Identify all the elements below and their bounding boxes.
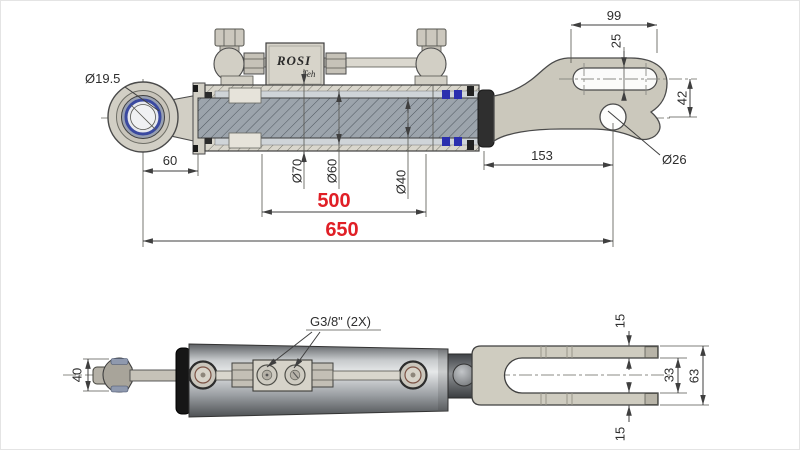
dim-stroke-500: 500 xyxy=(261,154,427,217)
rod-collar xyxy=(477,89,495,148)
dim-bracket-hole-d26: Ø26 xyxy=(607,110,687,167)
dim-text-153: 153 xyxy=(531,148,553,163)
port-callout: G3/8" (2X) xyxy=(266,314,381,369)
dim-text-d60: Ø60 xyxy=(325,159,340,184)
head-gland-lower xyxy=(228,132,262,149)
fork-clevis xyxy=(471,345,659,406)
pipe-left xyxy=(215,370,235,381)
dim-rod-extension-153: 153 xyxy=(483,148,614,170)
top-view-dimensions: Ø19.5 60 Ø70 Ø60 xyxy=(85,8,693,244)
nut-right xyxy=(311,362,334,388)
dim-text-25: 25 xyxy=(609,34,624,48)
compression-nut-left xyxy=(243,52,265,75)
dim-eye-to-body: 60 xyxy=(142,153,199,176)
dim-text-15-bottom: 15 xyxy=(613,427,628,441)
head-gland-upper xyxy=(228,87,262,104)
pipe-right xyxy=(332,370,401,381)
dim-text-d40: Ø40 xyxy=(394,170,409,195)
brand-name: ROSI xyxy=(276,53,311,68)
brand-plate: ROSI Teh xyxy=(265,42,325,88)
dim-text-42: 42 xyxy=(675,91,690,105)
dim-text-33: 33 xyxy=(662,368,677,382)
dim-text-d70: Ø70 xyxy=(290,159,305,184)
dim-ball-width-40: 40 xyxy=(70,358,109,392)
dim-text-500: 500 xyxy=(317,190,350,212)
port-block xyxy=(252,359,313,392)
dim-overall-650: 650 xyxy=(142,219,614,244)
dim-tube-od: Ø70 xyxy=(290,69,307,189)
eye-ball-joint xyxy=(107,81,199,153)
dim-prong-bottom-15: 15 xyxy=(613,382,632,441)
ball-joint-plan xyxy=(92,357,193,393)
fork-body xyxy=(471,345,659,406)
dim-prong-top-15: 15 xyxy=(613,314,632,370)
dim-eye-hole-diameter: Ø19.5 xyxy=(85,71,160,112)
compression-nut-right xyxy=(325,52,347,75)
dim-text-63: 63 xyxy=(687,369,702,383)
banjo-bolt-left xyxy=(188,360,218,390)
dim-slot-to-hole-42: 42 xyxy=(675,78,693,118)
banjo-bolt-right xyxy=(398,360,428,390)
dim-bore: Ø60 xyxy=(325,89,342,189)
dim-text-15-top: 15 xyxy=(613,314,628,328)
dim-text-d26: Ø26 xyxy=(662,152,687,167)
top-view: ROSI Teh xyxy=(85,8,697,247)
dim-slot-length-99: 99 xyxy=(570,8,658,63)
dim-text-60: 60 xyxy=(163,153,177,168)
dim-fork-gap-33: 33 xyxy=(660,357,687,394)
dim-fork-height-63: 63 xyxy=(660,345,709,406)
port-label: G3/8" (2X) xyxy=(310,314,371,329)
rod-seals-blue xyxy=(442,90,462,146)
dim-text-40: 40 xyxy=(70,368,85,382)
piston-rod xyxy=(197,97,495,139)
brand-sub: Teh xyxy=(303,69,316,79)
nut-left xyxy=(231,362,254,388)
cylinder-tube-section xyxy=(192,75,495,155)
dim-text-99: 99 xyxy=(607,8,621,23)
dim-text-650: 650 xyxy=(325,219,358,241)
dim-rod-diameter: Ø40 xyxy=(394,97,411,199)
dim-text-eye-hole: Ø19.5 xyxy=(85,71,120,86)
dim-slot-width-25: 25 xyxy=(609,34,627,101)
bottom-view: G3/8" (2X) 40 15 33 63 xyxy=(63,314,709,441)
